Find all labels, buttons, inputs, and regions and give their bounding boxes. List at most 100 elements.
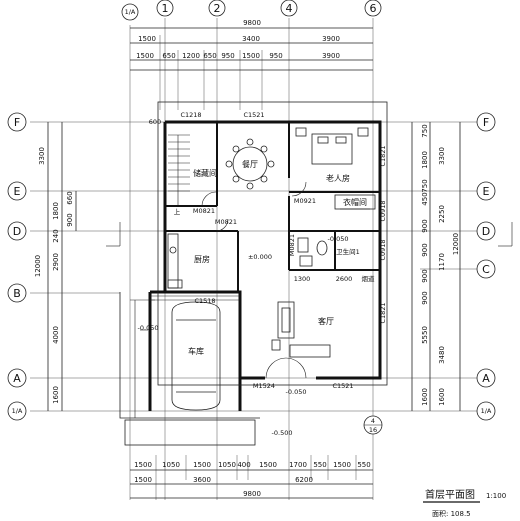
dim-bot-r1-5: 1500 [259, 461, 277, 469]
window-label-c1521-bottom: C1521 [332, 382, 353, 390]
exterior-walls [148, 120, 382, 411]
dim-right-c1-5: 900 [421, 243, 429, 256]
axis-bubbles [7, 0, 496, 435]
dim-left-c1-3: 2900 [52, 253, 60, 271]
dim-right-c1-7: 900 [421, 291, 429, 304]
dim-right-overall: 12000 [452, 233, 460, 255]
window-label-c1521-top: C1521 [243, 111, 264, 119]
axis-right-D: D [482, 225, 490, 238]
door-label-m0821-bath: M0821 [288, 234, 296, 256]
title-block: 首层平面图 1:100 面积: 108.5 [423, 488, 506, 518]
bed [295, 127, 369, 165]
dim-right-c1-3: 450 [421, 192, 429, 205]
dim-left-c1-5: 1600 [52, 386, 60, 404]
room-label-storage: 储藏间 [193, 168, 217, 178]
dim-bot-r1-8: 1500 [333, 461, 351, 469]
dim-right-c2-0: 3300 [438, 147, 446, 165]
dim-left-overall: 12000 [34, 255, 42, 277]
dim-bot-overall: 9800 [243, 490, 261, 498]
dim-top-r2-2: 1200 [182, 52, 200, 60]
plan-title: 首层平面图 [425, 488, 475, 501]
axis-left-D: D [13, 225, 21, 238]
dim-top-r1-1: 3400 [242, 35, 260, 43]
room-label-bath: 卫生间1 [336, 247, 360, 256]
kitchen-counter [167, 233, 183, 289]
dim-bot-r1-2: 1500 [193, 461, 211, 469]
inner-dim-600: 600 [149, 118, 161, 126]
wardrobe [334, 194, 376, 210]
axis-top-6: 6 [370, 2, 377, 15]
axis-left-A: A [13, 372, 21, 385]
dim-top-r1-2: 3900 [322, 35, 340, 43]
dim-top-r2-0: 1500 [136, 52, 154, 60]
dim-bot-r2-1: 3600 [193, 476, 211, 484]
axis-left-1A: 1/A [12, 407, 23, 415]
room-label-closet: 衣帽间 [343, 197, 367, 207]
door-swings [201, 181, 307, 379]
dim-top-r2-5: 1500 [242, 52, 260, 60]
axis-left-F: F [14, 116, 20, 129]
window-label-c1218: C1218 [180, 111, 201, 119]
dining-table [225, 138, 275, 190]
dim-top-r2-3: 650 [203, 52, 216, 60]
dim-bot-r1-1: 1050 [162, 461, 180, 469]
dim-right-c1-9: 1600 [421, 388, 429, 406]
sofa-set [271, 301, 331, 358]
axis-left-E: E [14, 185, 21, 198]
axis-left-B: B [13, 287, 21, 300]
dim-bot-r1-7: 550 [313, 461, 326, 469]
level-label-entry: -0.050 [286, 388, 307, 396]
dim-right-c2-1: 2250 [438, 205, 446, 223]
dim-right-c1-2: 750 [421, 179, 429, 192]
dim-bot-r2-0: 1500 [134, 476, 152, 484]
level-label-outdoor: -0.500 [272, 429, 293, 437]
room-label-kitchen: 厨房 [194, 254, 210, 264]
dim-bot-r1-0: 1500 [134, 461, 152, 469]
room-label-elder: 老人房 [326, 173, 350, 183]
axis-right-E: E [483, 185, 490, 198]
dim-right-c2-3: 3480 [438, 346, 446, 364]
dim-top-overall: 9800 [243, 19, 261, 27]
door-label-m0821-kitchen: M0821 [215, 218, 237, 226]
level-label-main: ±0.000 [248, 253, 272, 261]
dim-right-c1-8: 5550 [421, 326, 429, 344]
axis-right-C: C [482, 263, 490, 276]
window-label-c1518: C1518 [194, 297, 215, 305]
interior-walls [165, 122, 380, 292]
dim-left-c2-1: 900 [66, 213, 74, 226]
dim-top-r2-1: 650 [162, 52, 175, 60]
dim-right-c1-4: 900 [421, 219, 429, 232]
door-label-m0821-stair: M0821 [193, 207, 215, 215]
dim-bot-r1-6: 1700 [289, 461, 307, 469]
dim-left-c1-2: 240 [52, 229, 60, 242]
dim-left-c1-4: 4000 [52, 326, 60, 344]
dim-right-c1-6: 900 [421, 269, 429, 282]
dim-right-c1-1: 1800 [421, 151, 429, 169]
stair-up-label: 上 [174, 207, 181, 216]
dim-right-c2-4: 1600 [438, 388, 446, 406]
dim-bot-r1-4: 400 [237, 461, 250, 469]
axis-bottom-num: 4 [371, 417, 375, 425]
room-label-dining: 餐厅 [242, 160, 258, 169]
axis-top-1A: 1/A [125, 8, 136, 16]
staircase [168, 134, 190, 205]
room-label-living: 客厅 [318, 316, 334, 326]
axis-right-1A: 1/A [481, 407, 492, 415]
axis-right-F: F [483, 116, 489, 129]
dim-bot-r2-2: 6200 [295, 476, 313, 484]
dim-top-r2-4: 950 [221, 52, 234, 60]
window-label-c0918-right: C0918 [379, 200, 387, 221]
dim-bot-r1-9: 550 [357, 461, 370, 469]
dim-left-c2-0: 660 [66, 191, 74, 204]
axis-top-1: 1 [162, 2, 169, 15]
window-label-c1821-top: C1821 [379, 145, 387, 166]
axis-bottom-den: 16 [369, 426, 377, 434]
dim-top-r2-7: 3900 [322, 52, 340, 60]
inner-dim-1300: 1300 [294, 275, 311, 283]
pipe-label: 烟道 [362, 274, 376, 283]
axis-top-2: 2 [214, 2, 221, 15]
dim-top-r1-0: 1500 [138, 35, 156, 43]
door-label-m0921: M0921 [294, 197, 316, 205]
